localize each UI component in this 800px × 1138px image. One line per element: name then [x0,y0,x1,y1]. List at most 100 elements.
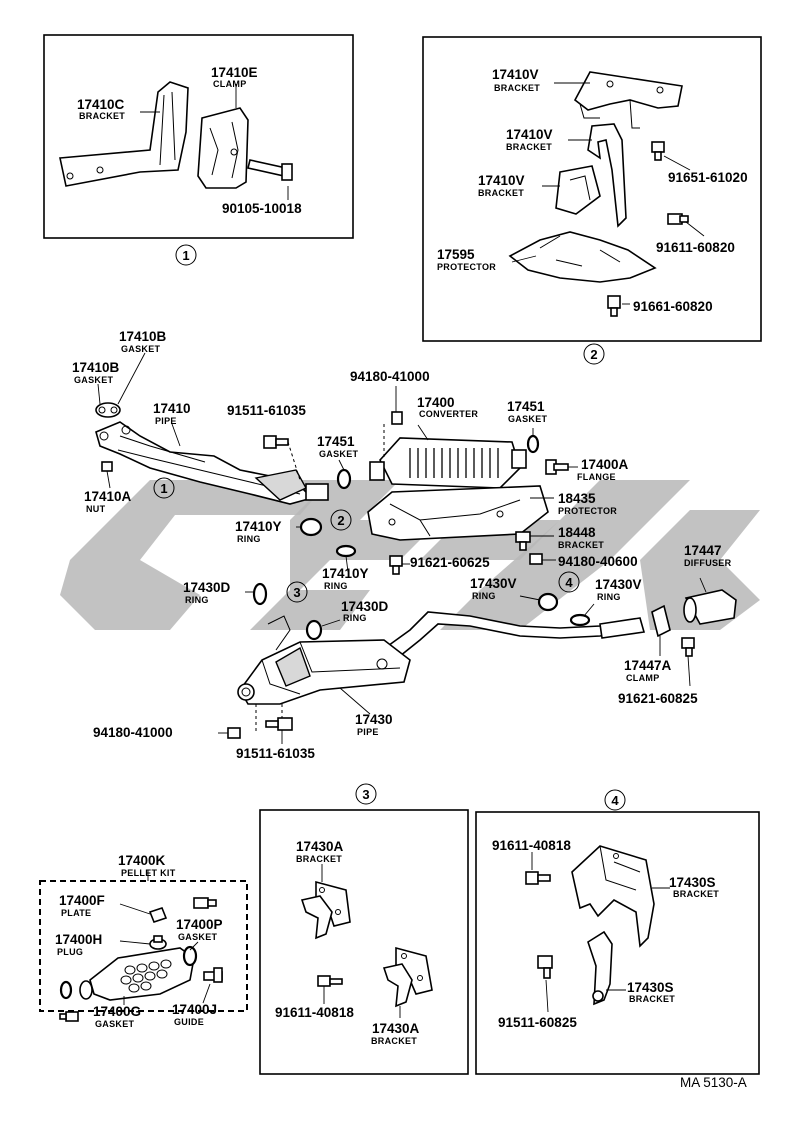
part-number-91651-61020: 91651-61020 [668,170,748,185]
bracket-17430s-lower [587,930,613,1006]
part-number-17410v-b: 17410V [506,127,553,142]
part-name-17595: PROTECTOR [437,262,496,272]
bolt-icon [59,1011,79,1022]
part-number-17430: 17430 [355,712,393,727]
part-number-17400p: 17400P [176,917,223,932]
part-name-17410b-a: GASKET [121,344,161,354]
part-name-17451-b: GASKET [508,414,548,424]
part-number-91611-40818-b: 91611-40818 [275,1005,354,1020]
part-number-17430s-a: 17430S [669,875,716,890]
part-name-17410a: NUT [86,504,106,514]
part-name-17410v-c: BRACKET [478,188,524,198]
part-name-17410v-a: BRACKET [494,83,540,93]
bracket-17430s-upper [571,845,655,948]
part-number-17410: 17410 [153,401,191,416]
diffuser-17447 [684,589,737,625]
part-name-17430a-a: BRACKET [296,854,342,864]
part-name-17400a: FLANGE [577,472,616,482]
part-number-17410b-b: 17410B [72,360,120,375]
part-number-18435: 18435 [558,491,596,506]
nut-icon [101,461,113,472]
part-name-17400f: PLATE [61,908,91,918]
part-number-91621-60825: 91621-60825 [618,691,698,706]
plate-17400f [148,907,168,923]
part-name-17410c: BRACKET [79,111,125,121]
part-number-17430a-a: 17430A [296,839,344,854]
nut-icon [227,727,241,739]
part-name-17400j: GUIDE [174,1017,204,1027]
part-name-17400h: PLUG [57,947,83,957]
callout-circle-1 [175,244,197,266]
part-number-17410a: 17410A [84,489,132,504]
part-name-17447: DIFFUSER [684,558,732,568]
part-number-17451-b: 17451 [507,399,545,414]
bolt-icon [247,159,293,181]
callout-4: 4 [611,793,619,808]
bolt-icon [651,141,665,161]
callout-circle-2 [583,343,605,365]
part-name-17410y-b: RING [324,581,348,591]
part-name-17400k: PELLET KIT [121,868,176,878]
part-name-17430: PIPE [357,727,379,737]
gasket-icon [95,402,121,418]
part-number-17447: 17447 [684,543,722,558]
part-number-17410e: 17410E [211,65,258,80]
ring-icon [569,613,591,627]
part-number-17430s-b: 17430S [627,980,674,995]
part-name-17430d-a: RING [185,595,209,605]
callout-1: 1 [182,248,189,263]
bolt-icon [607,295,621,317]
part-number-17430d-b: 17430D [341,599,389,614]
part-number-94180-41000-b: 94180-41000 [93,725,173,740]
part-name-17400: CONVERTER [419,409,478,419]
bolt-icon [667,213,689,225]
part-number-17410c: 17410C [77,97,125,112]
clamp-17410e [197,107,249,189]
callout-circle-4-main [558,571,580,593]
plug-17400h [149,935,167,950]
ring-icon [299,517,323,537]
part-number-17430d-a: 17430D [183,580,231,595]
part-name-17400g: GASKET [95,1019,135,1029]
part-number-17400: 17400 [417,395,455,410]
ring-icon [252,582,268,606]
bolt-icon [317,975,343,987]
bolt-icon [193,897,217,909]
part-number-17430a-b: 17430A [372,1021,420,1036]
part-number-17430v-b: 17430V [595,577,642,592]
part-number-91611-60820: 91611-60820 [656,240,735,255]
callout-circle-3 [355,783,377,805]
part-number-17410b-a: 17410B [119,329,167,344]
part-number-17400f: 17400F [59,893,105,908]
flange-17400a [545,459,569,475]
part-number-17400h: 17400H [55,932,102,947]
part-number-17410y-b: 17410Y [322,566,369,581]
main-assembly [95,352,737,744]
bolt-icon [389,555,403,575]
bracket-18448 [515,531,531,551]
part-number-17410v-c: 17410V [478,173,525,188]
pellet-housing [89,947,195,1001]
callout-4-main: 4 [565,575,573,590]
bracket-17410c [59,81,189,187]
part-number-90105-10018: 90105-10018 [222,201,302,216]
ring-icon [182,945,198,967]
part-number-17400a: 17400A [581,457,629,472]
part-number-17447a: 17447A [624,658,672,673]
detail-box-3 [259,809,469,1075]
part-number-17430v-a: 17430V [470,576,517,591]
part-number-94180-40600: 94180-40600 [558,554,638,569]
bolt-icon [265,717,293,731]
part-number-91511-61035-b: 91511-61035 [236,746,315,761]
part-name-17430v-b: RING [597,592,621,602]
footer-code: MA 5130-A [680,1075,747,1090]
part-name-17400p: GASKET [178,932,218,942]
callout-circle-1-main [153,477,175,499]
ring-icon [336,468,352,490]
callout-2-main: 2 [337,513,344,528]
ring-icon [335,544,357,558]
bracket-17410v-top [573,71,683,111]
part-name-17430s-b: BRACKET [629,994,675,1004]
callout-2: 2 [590,347,597,362]
